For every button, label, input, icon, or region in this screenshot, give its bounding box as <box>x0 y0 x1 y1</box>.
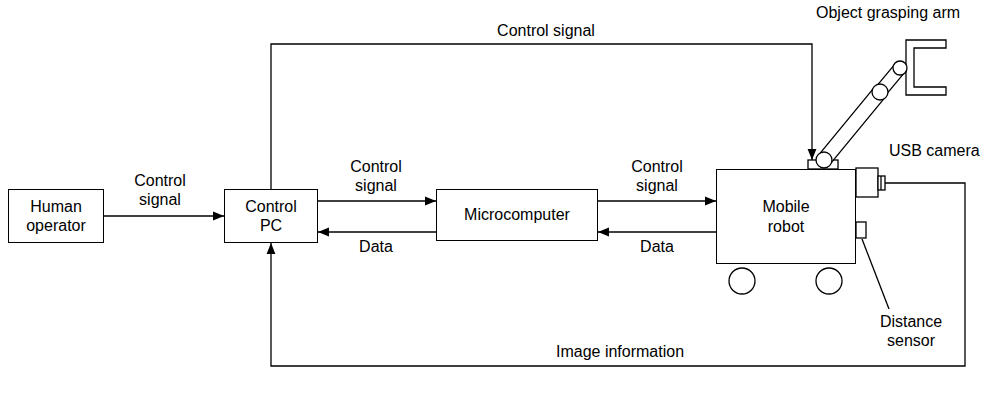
box-text: Microcomputer <box>464 205 570 224</box>
signal-label: Control signal <box>338 157 414 195</box>
robot-wheel <box>729 268 755 294</box>
arm-link-outline <box>824 92 880 160</box>
signal-label: Data <box>619 237 695 256</box>
part-label: Distance sensor <box>868 312 954 350</box>
process-box: Human operator <box>8 189 104 243</box>
distance-sensor-symbol <box>856 222 866 238</box>
signal-arrow <box>598 231 716 232</box>
camera-lens-line <box>880 176 881 190</box>
box-text: Mobile robot <box>751 197 821 235</box>
signal-label: Image information <box>554 342 686 361</box>
leader-line <box>862 239 889 309</box>
signal-arrow <box>271 183 965 366</box>
arm-joint <box>872 84 888 100</box>
part-label: USB camera <box>887 141 982 160</box>
robot-wheel <box>816 268 842 294</box>
signal-label: Control signal <box>619 157 695 195</box>
gripper <box>906 40 946 95</box>
signal-label: Control signal <box>122 171 198 209</box>
arm-joint <box>893 61 907 75</box>
signal-arrow <box>104 215 224 216</box>
signal-arrow <box>318 200 436 201</box>
arm-link-fill <box>824 92 880 160</box>
box-text: Human operator <box>16 197 96 235</box>
arm-joint <box>816 152 832 168</box>
box-text: Control PC <box>236 197 306 235</box>
part-label: Object grasping arm <box>814 3 962 22</box>
process-box: Mobile robot <box>716 169 856 264</box>
camera-body <box>856 168 878 197</box>
signal-arrow <box>318 231 436 232</box>
process-box: Microcomputer <box>436 189 598 241</box>
process-box: Control PC <box>224 189 318 243</box>
camera-lens <box>878 176 885 190</box>
signal-label: Control signal <box>495 21 597 40</box>
signal-arrow <box>598 200 716 201</box>
signal-label: Data <box>338 237 414 256</box>
